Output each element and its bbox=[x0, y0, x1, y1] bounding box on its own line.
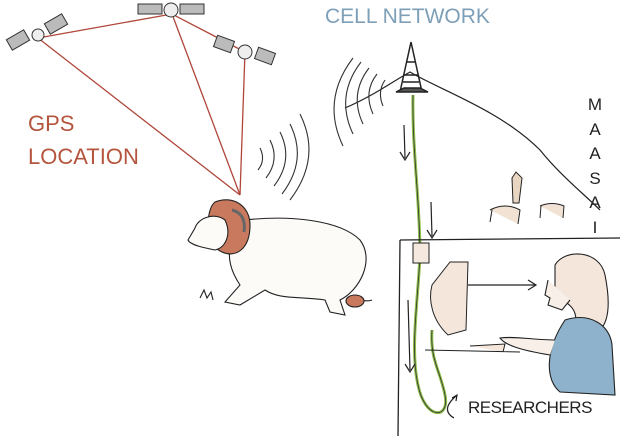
maasai-letter: A bbox=[589, 193, 601, 212]
radio-waves bbox=[257, 57, 386, 201]
office-frame bbox=[397, 237, 620, 436]
maasai-letter: I bbox=[592, 217, 598, 237]
maasai-letter: A bbox=[589, 144, 601, 163]
researcher-figure bbox=[499, 253, 616, 396]
computer-monitor bbox=[430, 261, 469, 336]
gps-location-label-line1: GPS bbox=[28, 111, 75, 136]
gps-location-label-line2: LOCATION bbox=[28, 144, 139, 169]
maasai-letter: S bbox=[589, 168, 601, 188]
lion-figure bbox=[187, 199, 373, 316]
arrow-icon bbox=[399, 124, 538, 419]
maasai-herders bbox=[489, 171, 565, 225]
cell-network-label: CELL NETWORK bbox=[325, 5, 490, 28]
maasai-letter: M bbox=[587, 95, 603, 114]
cell-tower-icon bbox=[395, 41, 429, 93]
maasai-letter: A bbox=[589, 119, 601, 139]
hill-outline bbox=[344, 71, 601, 211]
wall-socket bbox=[412, 242, 430, 264]
satellite-icon bbox=[5, 13, 69, 51]
satellite-icon bbox=[212, 34, 277, 66]
satellite-icon bbox=[137, 2, 205, 18]
maasai-label: M A A S A I bbox=[585, 96, 605, 243]
researchers-label: RESEARCHERS bbox=[468, 398, 592, 417]
